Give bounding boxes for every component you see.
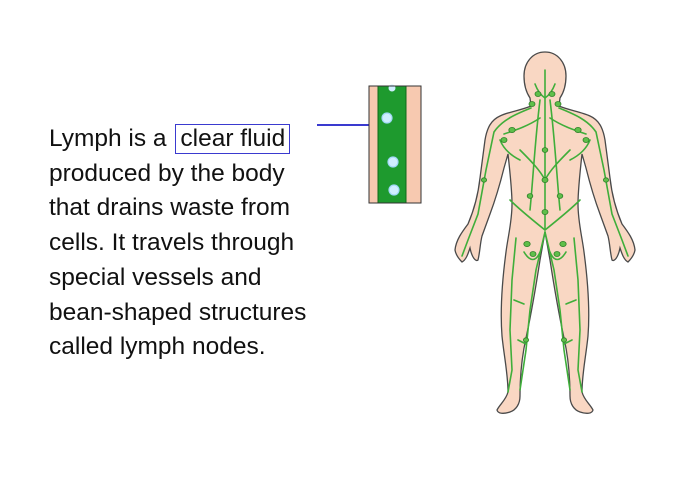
text-line-1: Lymph is a clear fluid <box>49 122 379 157</box>
text-line-6: bean-shaped structures <box>49 298 307 326</box>
text-line-7: called lymph nodes. <box>49 333 266 361</box>
clear-fluid-highlight: clear fluid <box>175 124 291 154</box>
text-line-3: that drains waste from <box>49 194 291 222</box>
text-line-4: cells. It travels through <box>49 229 295 257</box>
text-line-1-prefix: Lymph is a <box>49 125 167 152</box>
text-line-5: special vessels and <box>49 263 262 291</box>
text-line-2: produced by the body <box>49 159 285 187</box>
explanation-text: Lymph is a clear fluid produced by the b… <box>49 122 379 365</box>
